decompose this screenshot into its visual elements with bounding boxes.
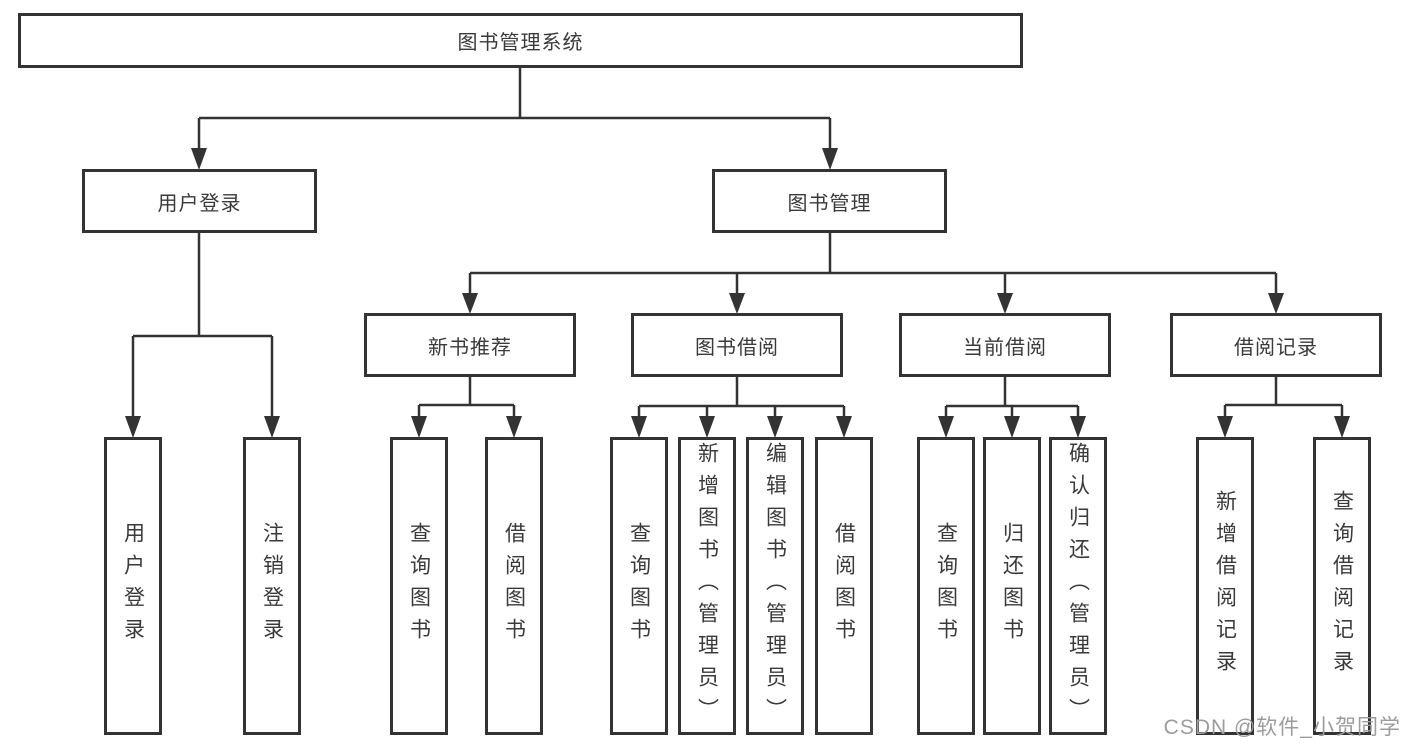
leaf-user-login-label: 用户登录: [121, 522, 145, 650]
node-new-book-recommend: 新书推荐: [364, 313, 576, 377]
leaf-logout: 注销登录: [243, 437, 301, 735]
node-book-borrow-label: 图书借阅: [695, 336, 779, 359]
node-book-management: 图书管理: [712, 169, 947, 233]
leaf-recommend-borrow-books: 借阅图书: [485, 437, 543, 735]
leaf-logout-label: 注销登录: [260, 522, 284, 650]
leaf-return-books-label: 归还图书: [1000, 522, 1024, 650]
node-book-management-label: 图书管理: [787, 192, 872, 215]
node-current-borrow-label: 当前借阅: [963, 336, 1047, 359]
leaf-add-borrow-record: 新增借阅记录: [1196, 437, 1254, 735]
leaf-return-books: 归还图书: [983, 437, 1041, 735]
leaf-query-borrow-record: 查询借阅记录: [1313, 437, 1371, 735]
leaf-add-borrow-record-label: 新增借阅记录: [1213, 490, 1237, 682]
leaf-edit-books-admin: 编辑图书（管理员）: [746, 437, 804, 735]
leaf-add-books-admin: 新增图书（管理员）: [678, 437, 736, 735]
node-current-borrow: 当前借阅: [899, 313, 1111, 377]
leaf-query-borrow-record-label: 查询借阅记录: [1330, 490, 1354, 682]
node-book-borrow: 图书借阅: [631, 313, 843, 377]
leaf-borrow-query-books: 查询图书: [610, 437, 668, 735]
leaf-borrow-books: 借阅图书: [815, 437, 873, 735]
node-root-label: 图书管理系统: [457, 32, 584, 54]
leaf-confirm-return-admin: 确认归还（管理员）: [1049, 437, 1107, 735]
node-user-login: 用户登录: [82, 169, 317, 233]
csdn-watermark: CSDN @软件_小贺同学: [1163, 716, 1401, 739]
node-new-book-recommend-label: 新书推荐: [428, 336, 512, 359]
leaf-user-login: 用户登录: [104, 437, 162, 735]
leaf-edit-books-admin-label: 编辑图书（管理员）: [763, 442, 787, 730]
node-user-login-label: 用户登录: [157, 192, 242, 215]
node-borrow-records-label: 借阅记录: [1234, 336, 1318, 359]
leaf-recommend-query-books-label: 查询图书: [407, 522, 431, 650]
leaf-recommend-borrow-books-label: 借阅图书: [502, 522, 526, 650]
leaf-recommend-query-books: 查询图书: [390, 437, 448, 735]
leaf-current-query-books-label: 查询图书: [934, 522, 958, 650]
leaf-borrow-books-label: 借阅图书: [832, 522, 856, 650]
leaf-current-query-books: 查询图书: [917, 437, 975, 735]
leaf-add-books-admin-label: 新增图书（管理员）: [695, 442, 719, 730]
node-root: 图书管理系统: [18, 13, 1023, 68]
leaf-confirm-return-admin-label: 确认归还（管理员）: [1066, 442, 1090, 730]
node-borrow-records: 借阅记录: [1170, 313, 1382, 377]
leaf-borrow-query-books-label: 查询图书: [627, 522, 651, 650]
